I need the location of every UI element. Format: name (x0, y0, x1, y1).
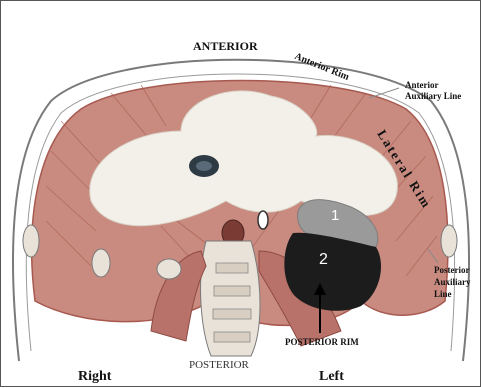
region-1-number: 1 (331, 207, 339, 224)
label-posterior-axillary-line-2: Auxiliary (434, 277, 471, 287)
label-posterior-axillary-line-1: Posterior (434, 265, 469, 275)
label-posterior-axillary-line-3: Line (434, 289, 452, 299)
right-rib-stub (157, 259, 181, 279)
vertebral-column (201, 241, 260, 356)
label-left: Left (319, 369, 344, 385)
label-right: Right (78, 369, 111, 385)
label-anterior: ANTERIOR (193, 39, 258, 54)
region-2-number: 2 (319, 251, 328, 269)
label-posterior: POSTERIOR (189, 359, 249, 371)
label-anterior-axillary-line-1: Anterior (405, 80, 439, 90)
label-posterior-rim: POSTERIOR RIM (285, 337, 359, 347)
small-opening (258, 211, 268, 229)
label-anterior-axillary-line-2: Auxiliary Line (405, 91, 461, 101)
